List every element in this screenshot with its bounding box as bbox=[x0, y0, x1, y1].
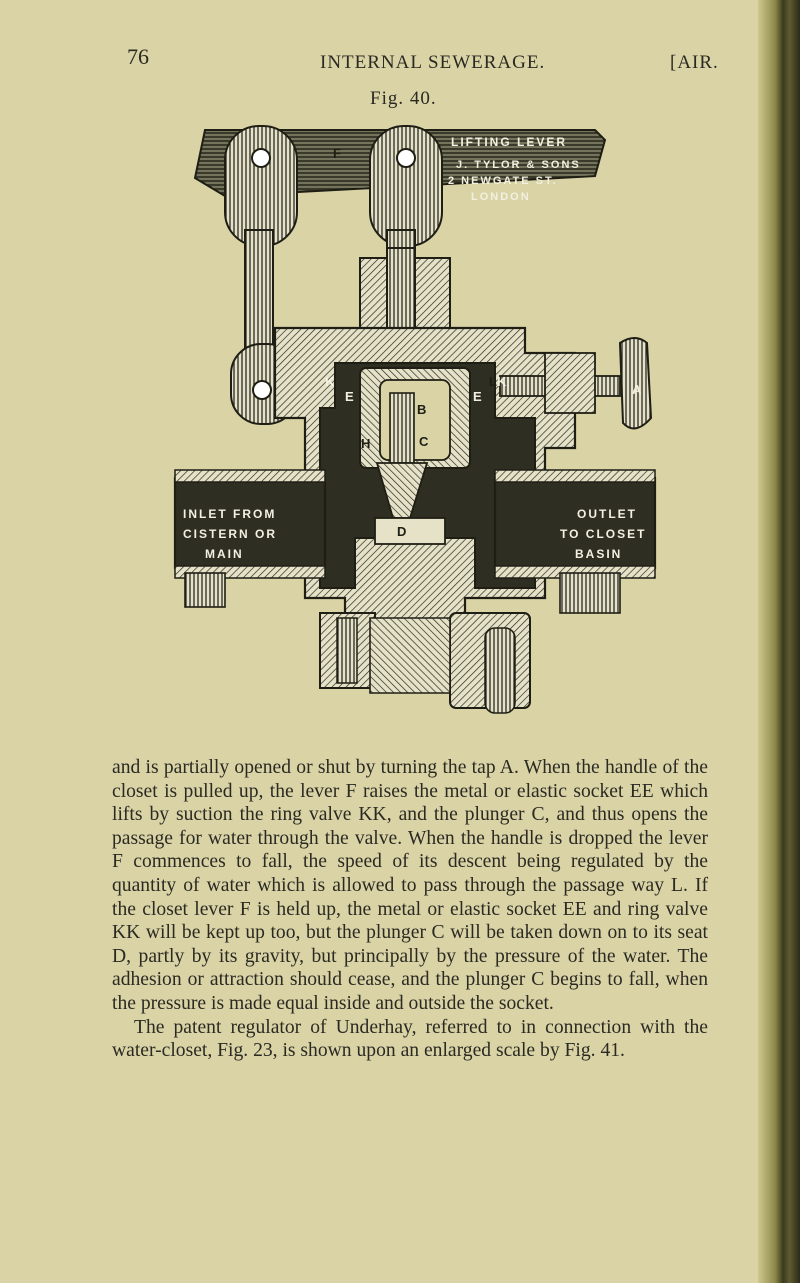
rod-left bbox=[244, 229, 274, 351]
inlet-line-3: MAIN bbox=[205, 547, 244, 561]
outlet-line-1: OUTLET bbox=[577, 507, 637, 521]
inlet-pipe bbox=[173, 476, 327, 570]
running-head-section: [AIR. bbox=[670, 52, 719, 73]
pivot-pin-left bbox=[251, 148, 271, 168]
letter-f: F bbox=[333, 146, 341, 161]
pivot-block-right bbox=[369, 125, 443, 247]
running-head-title: INTERNAL SEWERAGE. bbox=[320, 52, 546, 73]
plunger-c bbox=[389, 392, 415, 464]
paragraph-2: The patent regulator of Underhay, referr… bbox=[112, 1016, 708, 1062]
letter-k-right: K bbox=[497, 374, 507, 389]
pivot-block-left bbox=[224, 125, 298, 247]
pivot-pin-lower bbox=[252, 380, 272, 400]
outlet-line-3: BASIN bbox=[575, 547, 622, 561]
paragraph-1: and is partially opened or shut by turni… bbox=[112, 757, 708, 1014]
body-text: and is partially opened or shut by turni… bbox=[112, 756, 708, 1063]
letter-c: C bbox=[419, 434, 429, 449]
plate-line-1: LIFTING LEVER bbox=[451, 135, 567, 149]
plate-line-4: LONDON bbox=[471, 191, 531, 203]
plate-line-2: J. TYLOR & SONS bbox=[456, 159, 581, 171]
valve-diagram: LIFTING LEVER J. TYLOR & SONS 2 NEWGATE … bbox=[173, 125, 657, 714]
letter-a: A bbox=[632, 382, 642, 397]
letter-e-right: E bbox=[473, 389, 482, 404]
plate-line-3: 2 NEWGATE ST. bbox=[448, 175, 558, 187]
inlet-line-2: CISTERN OR bbox=[183, 527, 277, 541]
page-edge-shadow bbox=[758, 0, 800, 1283]
tap-handle-a bbox=[618, 337, 653, 430]
letter-d: D bbox=[397, 524, 406, 539]
page-number: 76 bbox=[127, 44, 149, 69]
letter-l: L bbox=[489, 374, 497, 389]
letter-e-left: E bbox=[345, 389, 354, 404]
inlet-line-1: INLET FROM bbox=[183, 507, 276, 521]
figure-caption: Fig. 40. bbox=[370, 88, 437, 109]
letter-h: H bbox=[361, 436, 370, 451]
outlet-line-2: TO CLOSET bbox=[560, 527, 646, 541]
letter-k-left: K bbox=[325, 374, 335, 389]
pivot-pin-right bbox=[396, 148, 416, 168]
letter-b: B bbox=[417, 402, 426, 417]
outlet-pipe bbox=[493, 476, 657, 570]
lower-passage bbox=[369, 617, 451, 694]
seat-d bbox=[374, 517, 446, 545]
